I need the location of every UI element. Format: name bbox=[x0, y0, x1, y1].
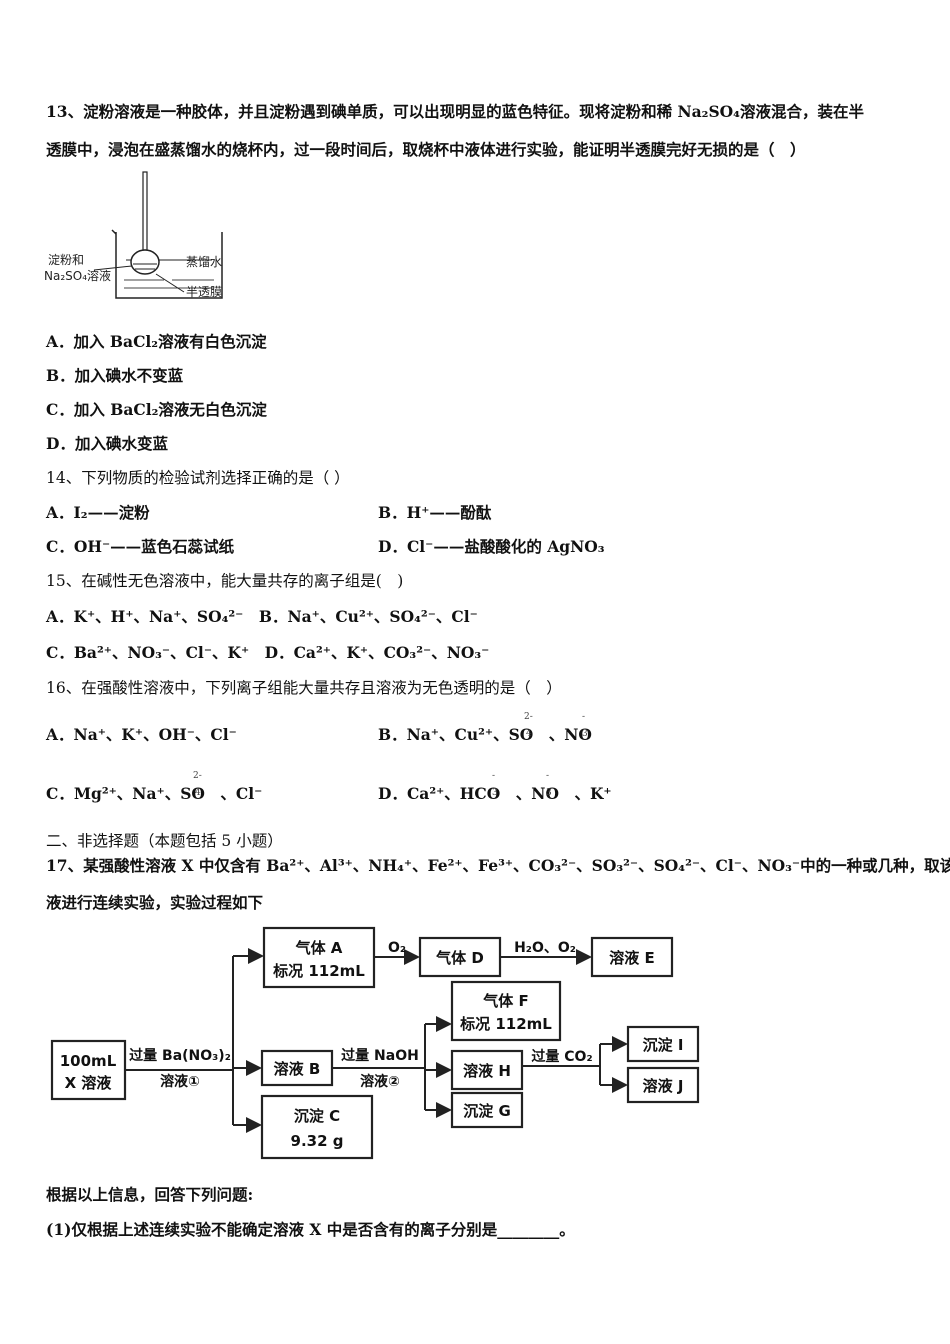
q13-option-a: A．加入 BaCl₂溶液有白色沉淀 bbox=[46, 332, 267, 351]
q16b-so4-charge: 2- bbox=[524, 712, 533, 722]
gas-f-volume: 标况 112mL bbox=[459, 1015, 552, 1033]
h2o-o2-reagent: H₂O、O₂ bbox=[514, 940, 576, 956]
q17-line2: 液进行连续实验，实验过程如下 bbox=[46, 893, 264, 912]
q13-option-b: B．加入碘水不变蓝 bbox=[46, 366, 184, 385]
q16-option-c: C．Mg²⁺、Na⁺、SO 、Cl⁻ bbox=[46, 784, 263, 803]
section-2-heading: 二、非选择题（本题包括 5 小题） bbox=[46, 832, 283, 850]
precipitate-i-label: 沉淀 I bbox=[643, 1036, 684, 1054]
q16-option-b: B．Na⁺、Cu²⁺、SO 、NO bbox=[378, 725, 592, 744]
q17-sub1: (1)仅根据上述连续实验不能确定溶液 X 中是否含有的离子分别是________… bbox=[46, 1220, 575, 1239]
step1-label: 溶液① bbox=[160, 1073, 200, 1090]
q15-options-cd: C．Ba²⁺、NO₃⁻、Cl⁻、K⁺ D．Ca²⁺、K⁺、CO₃²⁻、NO₃⁻ bbox=[46, 643, 490, 662]
q16d-no3-sub: 3 bbox=[546, 788, 552, 798]
q16b-no3-charge: - bbox=[582, 712, 586, 722]
figure-label-starch: 淀粉和 bbox=[48, 253, 84, 267]
q16-option-d: D．Ca²⁺、HCO 、NO 、K⁺ bbox=[378, 784, 612, 803]
figure-label-membrane: 半透膜 bbox=[186, 285, 222, 299]
q13-line1: 13、淀粉溶液是一种胶体，并且淀粉遇到碘单质，可以出现明显的蓝色特征。现将淀粉和… bbox=[46, 102, 864, 121]
q16-stem: 16、在强酸性溶液中，下列离子组能大量共存且溶液为无色透明的是（ ） bbox=[46, 679, 562, 697]
precipitate-c-mass: 9.32 g bbox=[291, 1132, 344, 1150]
step2-label: 溶液② bbox=[360, 1073, 400, 1090]
x-volume: 100mL bbox=[60, 1052, 117, 1070]
x-label: X 溶液 bbox=[65, 1074, 113, 1092]
q15-stem: 15、在碱性无色溶液中，能大量共存的离子组是( ) bbox=[46, 572, 404, 590]
beaker-figure: 淀粉和 Na₂SO₄溶液 蒸馏水 半透膜 bbox=[44, 171, 223, 299]
q16d-hco3-charge: - bbox=[492, 771, 496, 781]
q16d-hco3-sub: 3 bbox=[492, 788, 498, 798]
step1-reagent: 过量 Ba(NO₃)₂ bbox=[129, 1047, 231, 1064]
box-precipitate-i bbox=[626, 1025, 700, 1063]
q16b-so4-sub: 4 bbox=[526, 729, 532, 739]
figure-label-water: 蒸馏水 bbox=[186, 255, 222, 269]
q14-option-a: A．I₂——淀粉 bbox=[46, 503, 150, 522]
step2-reagent: 过量 NaOH bbox=[341, 1047, 419, 1064]
q16-option-a: A．Na⁺、K⁺、OH⁻、Cl⁻ bbox=[46, 725, 237, 744]
q15-options-ab: A．K⁺、H⁺、Na⁺、SO₄²⁻ B．Na⁺、Cu²⁺、SO₄²⁻、Cl⁻ bbox=[46, 607, 478, 626]
solution-h-label: 溶液 H bbox=[463, 1062, 511, 1080]
gas-d-label: 气体 D bbox=[435, 949, 484, 967]
o2-reagent: O₂ bbox=[388, 940, 406, 956]
box-x-solution bbox=[50, 1039, 127, 1101]
q14-stem: 14、下列物质的检验试剂选择正确的是（ ） bbox=[46, 469, 350, 487]
box-solution-e bbox=[590, 936, 674, 978]
q13-line2: 透膜中，浸泡在盛蒸馏水的烧杯内，过一段时间后，取烧杯中液体进行实验，能证明半透膜… bbox=[46, 140, 806, 159]
box-precipitate-g bbox=[450, 1091, 524, 1129]
q16b-no3-sub: 3 bbox=[582, 729, 588, 739]
gas-f-label: 气体 F bbox=[482, 992, 528, 1010]
q13-option-c: C．加入 BaCl₂溶液无白色沉淀 bbox=[46, 400, 267, 419]
solution-e-label: 溶液 E bbox=[609, 949, 654, 967]
q16c-so4-charge: 2- bbox=[193, 771, 202, 781]
box-solution-j bbox=[626, 1066, 700, 1104]
figure-label-solution: Na₂SO₄溶液 bbox=[44, 268, 111, 283]
q14-option-d: D．Cl⁻——盐酸酸化的 AgNO₃ bbox=[378, 537, 605, 556]
q17-line1: 17、某强酸性溶液 X 中仅含有 Ba²⁺、Al³⁺、NH₄⁺、Fe²⁺、Fe³… bbox=[46, 856, 950, 875]
q16d-no3-charge: - bbox=[546, 771, 550, 781]
gas-a-volume: 标况 112mL bbox=[272, 962, 365, 980]
q13-option-d: D．加入碘水变蓝 bbox=[46, 434, 168, 453]
solution-b-label: 溶液 B bbox=[274, 1060, 321, 1078]
box-solution-h bbox=[450, 1049, 524, 1091]
gas-a-label: 气体 A bbox=[295, 939, 343, 957]
q17-after: 根据以上信息，回答下列问题: bbox=[46, 1185, 254, 1204]
solution-j-label: 溶液 J bbox=[643, 1077, 684, 1095]
q14-option-b: B．H⁺——酚酞 bbox=[378, 503, 492, 522]
q14-option-c: C．OH⁻——蓝色石蕊试纸 bbox=[46, 537, 235, 556]
q16c-so4-sub: 4 bbox=[195, 788, 201, 798]
precipitate-c-label: 沉淀 C bbox=[294, 1107, 340, 1125]
step3-reagent: 过量 CO₂ bbox=[531, 1048, 592, 1065]
flow-diagram: 100mL X 溶液 过量 Ba(NO₃)₂ 溶液① 气体 A 标况 112mL… bbox=[50, 926, 700, 1160]
box-gas-f bbox=[450, 980, 562, 1042]
box-precipitate-c bbox=[260, 1094, 374, 1160]
precipitate-g-label: 沉淀 G bbox=[463, 1102, 511, 1120]
